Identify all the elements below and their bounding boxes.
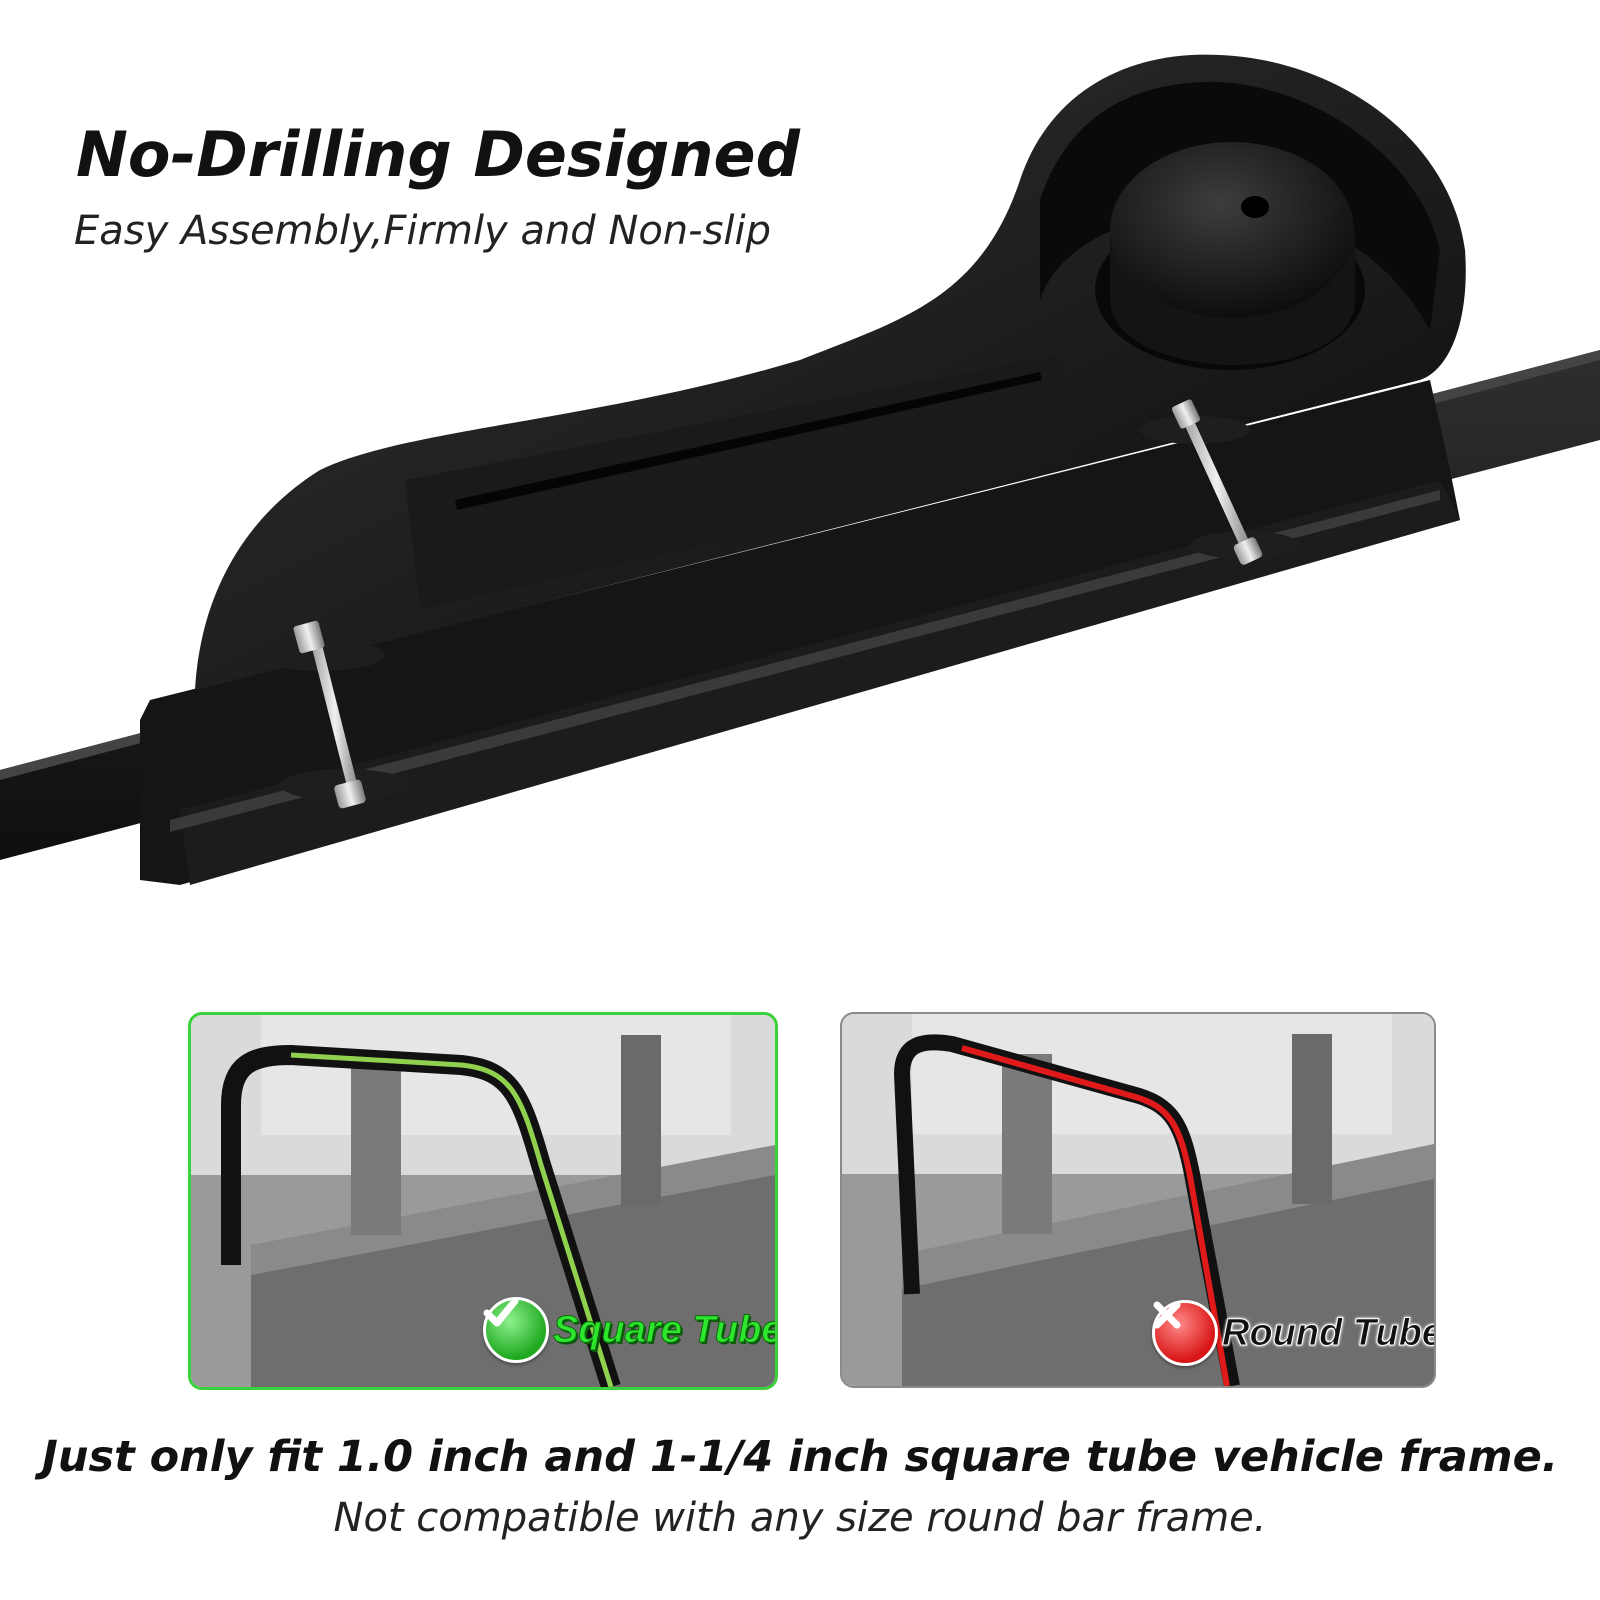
clamp-bolt-left [255, 620, 410, 809]
fitment-note: Just only fit 1.0 inch and 1-1/4 inch sq… [41, 1432, 1559, 1482]
headline: No-Drilling Designed [76, 118, 800, 191]
cup-holder-body [195, 54, 1466, 690]
incompatible-badge: Round Tube [1152, 1300, 1436, 1366]
square-tube-panel: Square Tube [188, 1012, 778, 1390]
round-tube-panel: Round Tube [840, 1012, 1436, 1388]
compatibility-disclaimer: Not compatible with any size round bar f… [333, 1495, 1267, 1541]
square-tube-label: Square Tube [552, 1308, 778, 1351]
round-tube-label: Round Tube [1222, 1311, 1436, 1354]
check-icon [483, 1297, 549, 1363]
cross-icon [1152, 1300, 1218, 1366]
round-tube-frame-illustration [842, 1014, 1434, 1386]
mounting-tray [140, 380, 1460, 885]
clamp-bolt-right [1140, 399, 1300, 565]
compatible-badge: Square Tube [483, 1297, 778, 1363]
subheadline: Easy Assembly,Firmly and Non-slip [74, 208, 772, 254]
cup-holder-mount-illustration [0, 54, 1600, 885]
